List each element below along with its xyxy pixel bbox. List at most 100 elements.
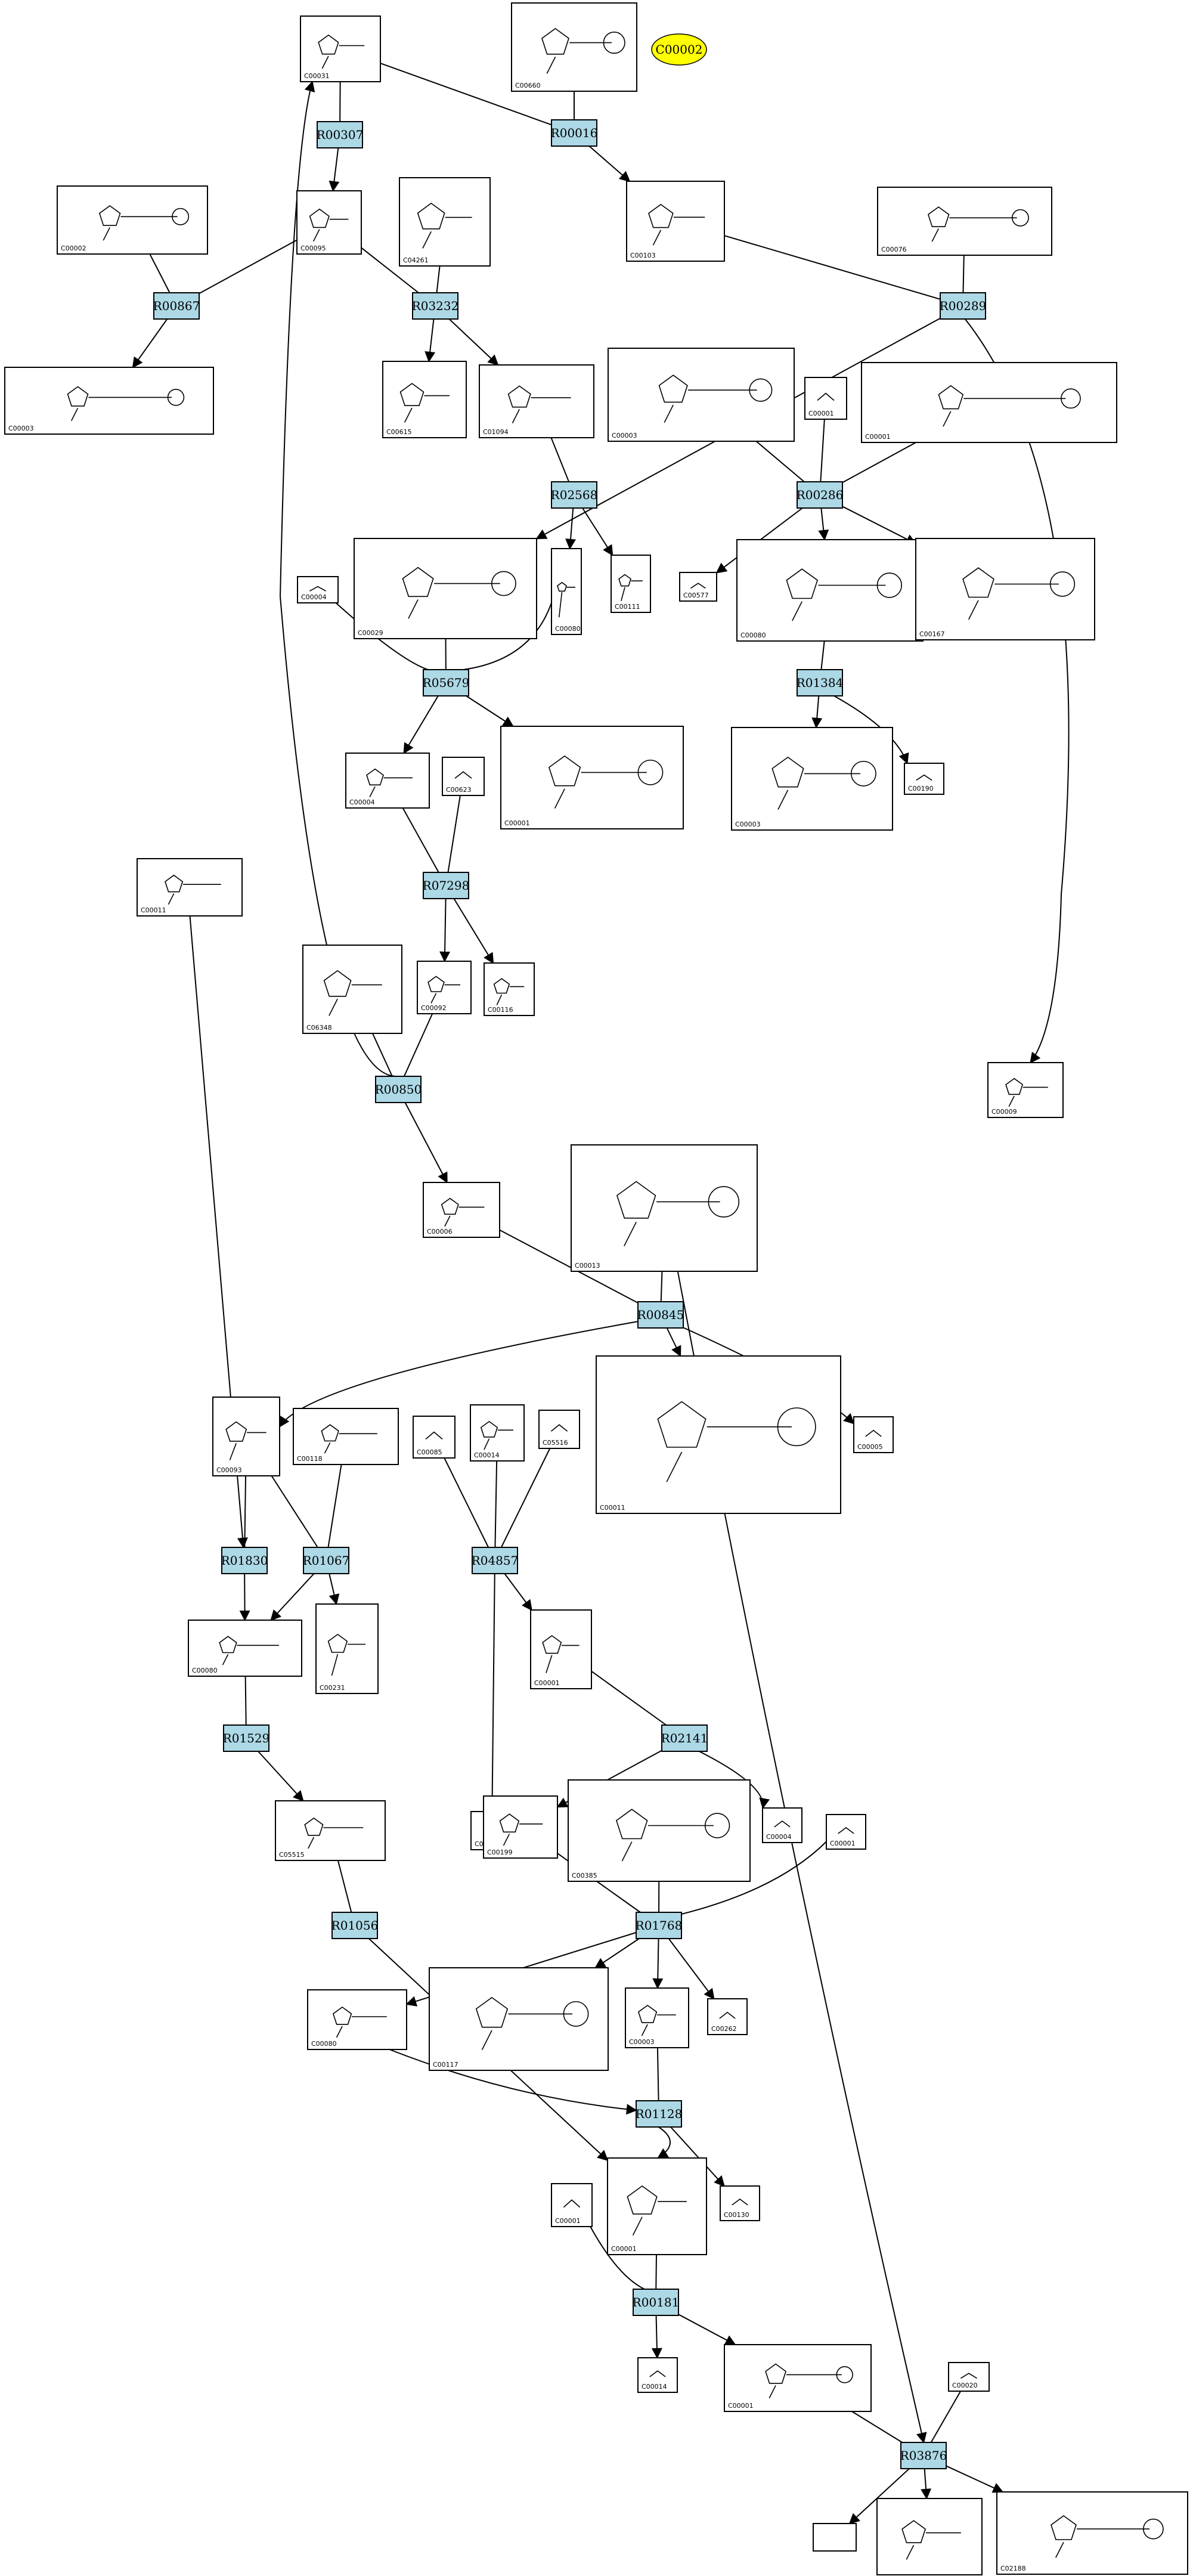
reaction-node[interactable]: R01128 — [636, 2100, 683, 2128]
reaction-node[interactable]: R00289 — [940, 292, 987, 320]
compound-node[interactable]: C00001 — [861, 362, 1117, 443]
compound-node[interactable]: C00080 — [736, 539, 924, 642]
compound-node[interactable]: C00004 — [297, 576, 339, 603]
compound-node[interactable]: C00262 — [707, 1998, 748, 2035]
compound-node[interactable]: C00003 — [4, 367, 214, 435]
compound-node[interactable]: C00001 — [607, 2157, 707, 2255]
compound-box — [302, 945, 402, 1034]
compound-id-label: C00006 — [427, 1228, 453, 1236]
compound-node[interactable]: C00011 — [137, 858, 243, 917]
compound-node[interactable]: C00080 — [551, 548, 582, 635]
compound-node[interactable]: C05515 — [275, 1800, 386, 1861]
reaction-node[interactable]: R01830 — [221, 1547, 268, 1574]
compound-node[interactable]: C00111 — [611, 555, 651, 613]
compound-node[interactable]: C00006 — [423, 1182, 500, 1238]
reaction-node[interactable]: R01067 — [303, 1547, 350, 1574]
reaction-node[interactable]: R01768 — [636, 1912, 683, 1939]
compound-node[interactable]: C00385 — [568, 1779, 751, 1882]
reaction-node[interactable]: R00016 — [551, 119, 598, 147]
compound-node[interactable]: C00001 — [551, 2183, 593, 2227]
compound-node[interactable]: C00623 — [442, 757, 485, 796]
reaction-edge — [848, 2468, 910, 2525]
reaction-node[interactable]: R00850 — [375, 1076, 422, 1103]
compound-node[interactable]: C00231 — [315, 1603, 379, 1694]
compound-node[interactable]: C00103 — [626, 181, 725, 262]
compound-node[interactable]: C00577 — [679, 572, 717, 602]
reaction-node[interactable]: R00867 — [153, 292, 200, 320]
compound-node[interactable]: C00190 — [904, 763, 944, 795]
compound-node[interactable]: C06348 — [302, 945, 402, 1034]
reaction-id-label: R02568 — [551, 488, 598, 502]
reaction-node[interactable]: R05679 — [423, 669, 470, 696]
compound-node[interactable]: C00014 — [470, 1404, 525, 1462]
compound-box — [596, 1355, 841, 1514]
compound-node[interactable]: C00660 — [511, 2, 637, 92]
compound-node[interactable]: C00002 — [57, 185, 208, 255]
compound-node[interactable]: C00080 — [188, 1620, 302, 1677]
reaction-node[interactable]: R00307 — [317, 121, 364, 148]
compound-node[interactable]: C00118 — [293, 1408, 399, 1465]
molecule-ring-icon — [402, 566, 434, 597]
compound-node[interactable]: C00167 — [915, 538, 1095, 640]
molecule-ring-icon — [927, 206, 950, 227]
reaction-node[interactable]: R01056 — [331, 1912, 379, 1939]
compound-node[interactable]: C00013 — [571, 1144, 758, 1272]
reaction-box — [636, 2100, 682, 2128]
compound-node[interactable] — [813, 2523, 857, 2552]
compound-node[interactable]: C00001 — [500, 726, 684, 829]
compound-node[interactable]: C00003 — [608, 348, 795, 442]
compound-node[interactable]: C00095 — [296, 190, 362, 255]
reaction-node[interactable]: R02141 — [661, 1724, 708, 1752]
reaction-node[interactable]: R03876 — [900, 2442, 947, 2469]
compound-node[interactable]: C00014 — [637, 2357, 678, 2393]
reaction-node[interactable]: R00286 — [797, 481, 844, 509]
compound-node[interactable]: C00117 — [429, 1967, 609, 2071]
reaction-node[interactable]: R02568 — [551, 481, 598, 509]
compound-node[interactable]: C00092 — [417, 961, 472, 1014]
molecule-bond-icon — [168, 893, 175, 905]
compound-node[interactable]: C00085 — [413, 1416, 455, 1459]
reaction-edge — [811, 695, 823, 729]
compound-node[interactable]: C00003 — [625, 1987, 689, 2048]
reaction-node[interactable]: R00845 — [637, 1301, 684, 1329]
compound-node[interactable]: C00116 — [484, 962, 535, 1016]
reaction-node[interactable]: R03232 — [412, 292, 459, 320]
reaction-node[interactable]: R01384 — [797, 669, 844, 696]
compound-node[interactable]: C00001 — [804, 377, 847, 420]
compound-node[interactable]: C00029 — [354, 538, 537, 639]
compound-node[interactable]: C00076 — [877, 187, 1052, 256]
reaction-node[interactable]: R01529 — [223, 1724, 270, 1752]
reaction-node[interactable]: R04857 — [472, 1547, 519, 1574]
compound-node[interactable]: C05516 — [538, 1410, 580, 1449]
compound-node[interactable]: C00031 — [300, 16, 381, 82]
compound-node[interactable]: C00004 — [762, 1807, 802, 1843]
compound-node[interactable]: C00001 — [530, 1609, 592, 1689]
compound-node[interactable]: C00615 — [382, 361, 467, 438]
compound-node[interactable]: C02188 — [996, 2491, 1188, 2575]
compound-node[interactable]: C00009 — [987, 1062, 1064, 1118]
compound-node[interactable]: C00020 — [948, 2362, 990, 2392]
compound-box — [212, 1397, 280, 1476]
reaction-node[interactable]: R07298 — [423, 872, 470, 899]
compound-box — [345, 753, 430, 809]
highlight-compound-node[interactable]: C00002 — [651, 33, 707, 66]
compound-node[interactable]: C00011 — [596, 1355, 841, 1514]
compound-node[interactable]: C00080 — [307, 1989, 407, 2050]
compound-node[interactable]: C00001 — [826, 1814, 866, 1850]
reaction-edge — [930, 2391, 962, 2443]
compound-node[interactable]: C00004 — [345, 753, 430, 809]
compound-node[interactable]: C00003 — [731, 727, 893, 831]
compound-box — [724, 2344, 872, 2412]
compound-node[interactable]: C00130 — [720, 2185, 760, 2221]
compound-node[interactable] — [876, 2498, 983, 2575]
compound-box — [915, 538, 1095, 640]
compound-node[interactable]: C00199 — [483, 1795, 558, 1859]
reaction-box — [551, 481, 597, 509]
compound-node[interactable]: C00005 — [853, 1416, 894, 1453]
reaction-node[interactable]: R00181 — [633, 2289, 680, 2316]
compound-node[interactable]: C01094 — [479, 364, 594, 438]
compound-node[interactable]: C00001 — [724, 2344, 872, 2412]
compound-node[interactable]: C04261 — [399, 177, 491, 267]
molecule-bond-icon — [558, 592, 563, 618]
compound-node[interactable]: C00093 — [212, 1397, 280, 1476]
